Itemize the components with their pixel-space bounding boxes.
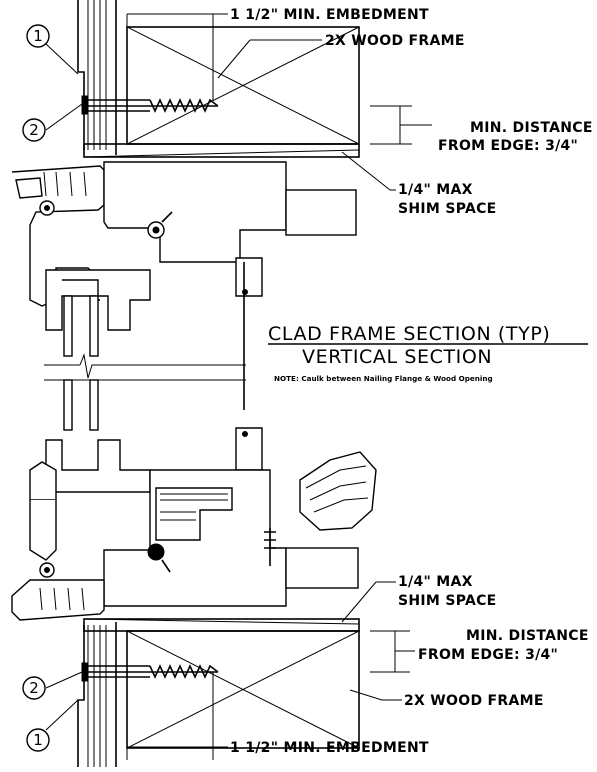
wood-frame-top [83, 26, 360, 158]
title-line-2: VERTICAL SECTION [302, 346, 492, 368]
callout-bubble-bottom-2: 2 [22, 676, 46, 700]
callout-number: 1 [33, 731, 43, 749]
label-embedment-top: 1 1/2" MIN. EMBEDMENT [230, 7, 429, 23]
callout-bubble-top-2: 2 [22, 118, 46, 142]
title-line-1: CLAD FRAME SECTION (TYP) [268, 323, 550, 345]
label-shim-top-2: SHIM SPACE [398, 201, 497, 217]
dimensions-bottom [126, 581, 415, 760]
label-shim-bottom-2: SHIM SPACE [398, 593, 497, 609]
callout-bubble-bottom-1: 1 [26, 728, 50, 752]
callout-number: 1 [33, 27, 43, 45]
label-wood-frame-bottom: 2X WOOD FRAME [404, 693, 544, 709]
callout-number: 2 [29, 121, 39, 139]
callout-bubble-top-1: 1 [26, 24, 50, 48]
dimensions-top [126, 13, 432, 191]
wall-section [77, 0, 117, 767]
label-wood-frame-top: 2X WOOD FRAME [325, 33, 465, 49]
label-shim-bottom-1: 1/4" MAX [398, 574, 473, 590]
callout-number: 2 [29, 679, 39, 697]
label-min-distance-top-2: FROM EDGE: 3/4" [438, 138, 578, 154]
break-line [44, 353, 246, 381]
label-min-distance-bottom-2: FROM EDGE: 3/4" [418, 647, 558, 663]
fastener-top [81, 95, 219, 115]
label-embedment-bottom: 1 1/2" MIN. EMBEDMENT [230, 740, 429, 756]
label-min-distance-top-1: MIN. DISTANCE [470, 120, 593, 136]
label-shim-top-1: 1/4" MAX [398, 182, 473, 198]
wood-frame-bottom [83, 618, 360, 749]
clad-frame-head [11, 161, 357, 410]
label-min-distance-bottom-1: MIN. DISTANCE [466, 628, 589, 644]
fastener-bottom [81, 662, 219, 682]
title-note: NOTE: Caulk between Nailing Flange & Woo… [274, 374, 493, 383]
clad-frame-sill [11, 379, 377, 621]
callout-leaders [45, 43, 83, 731]
